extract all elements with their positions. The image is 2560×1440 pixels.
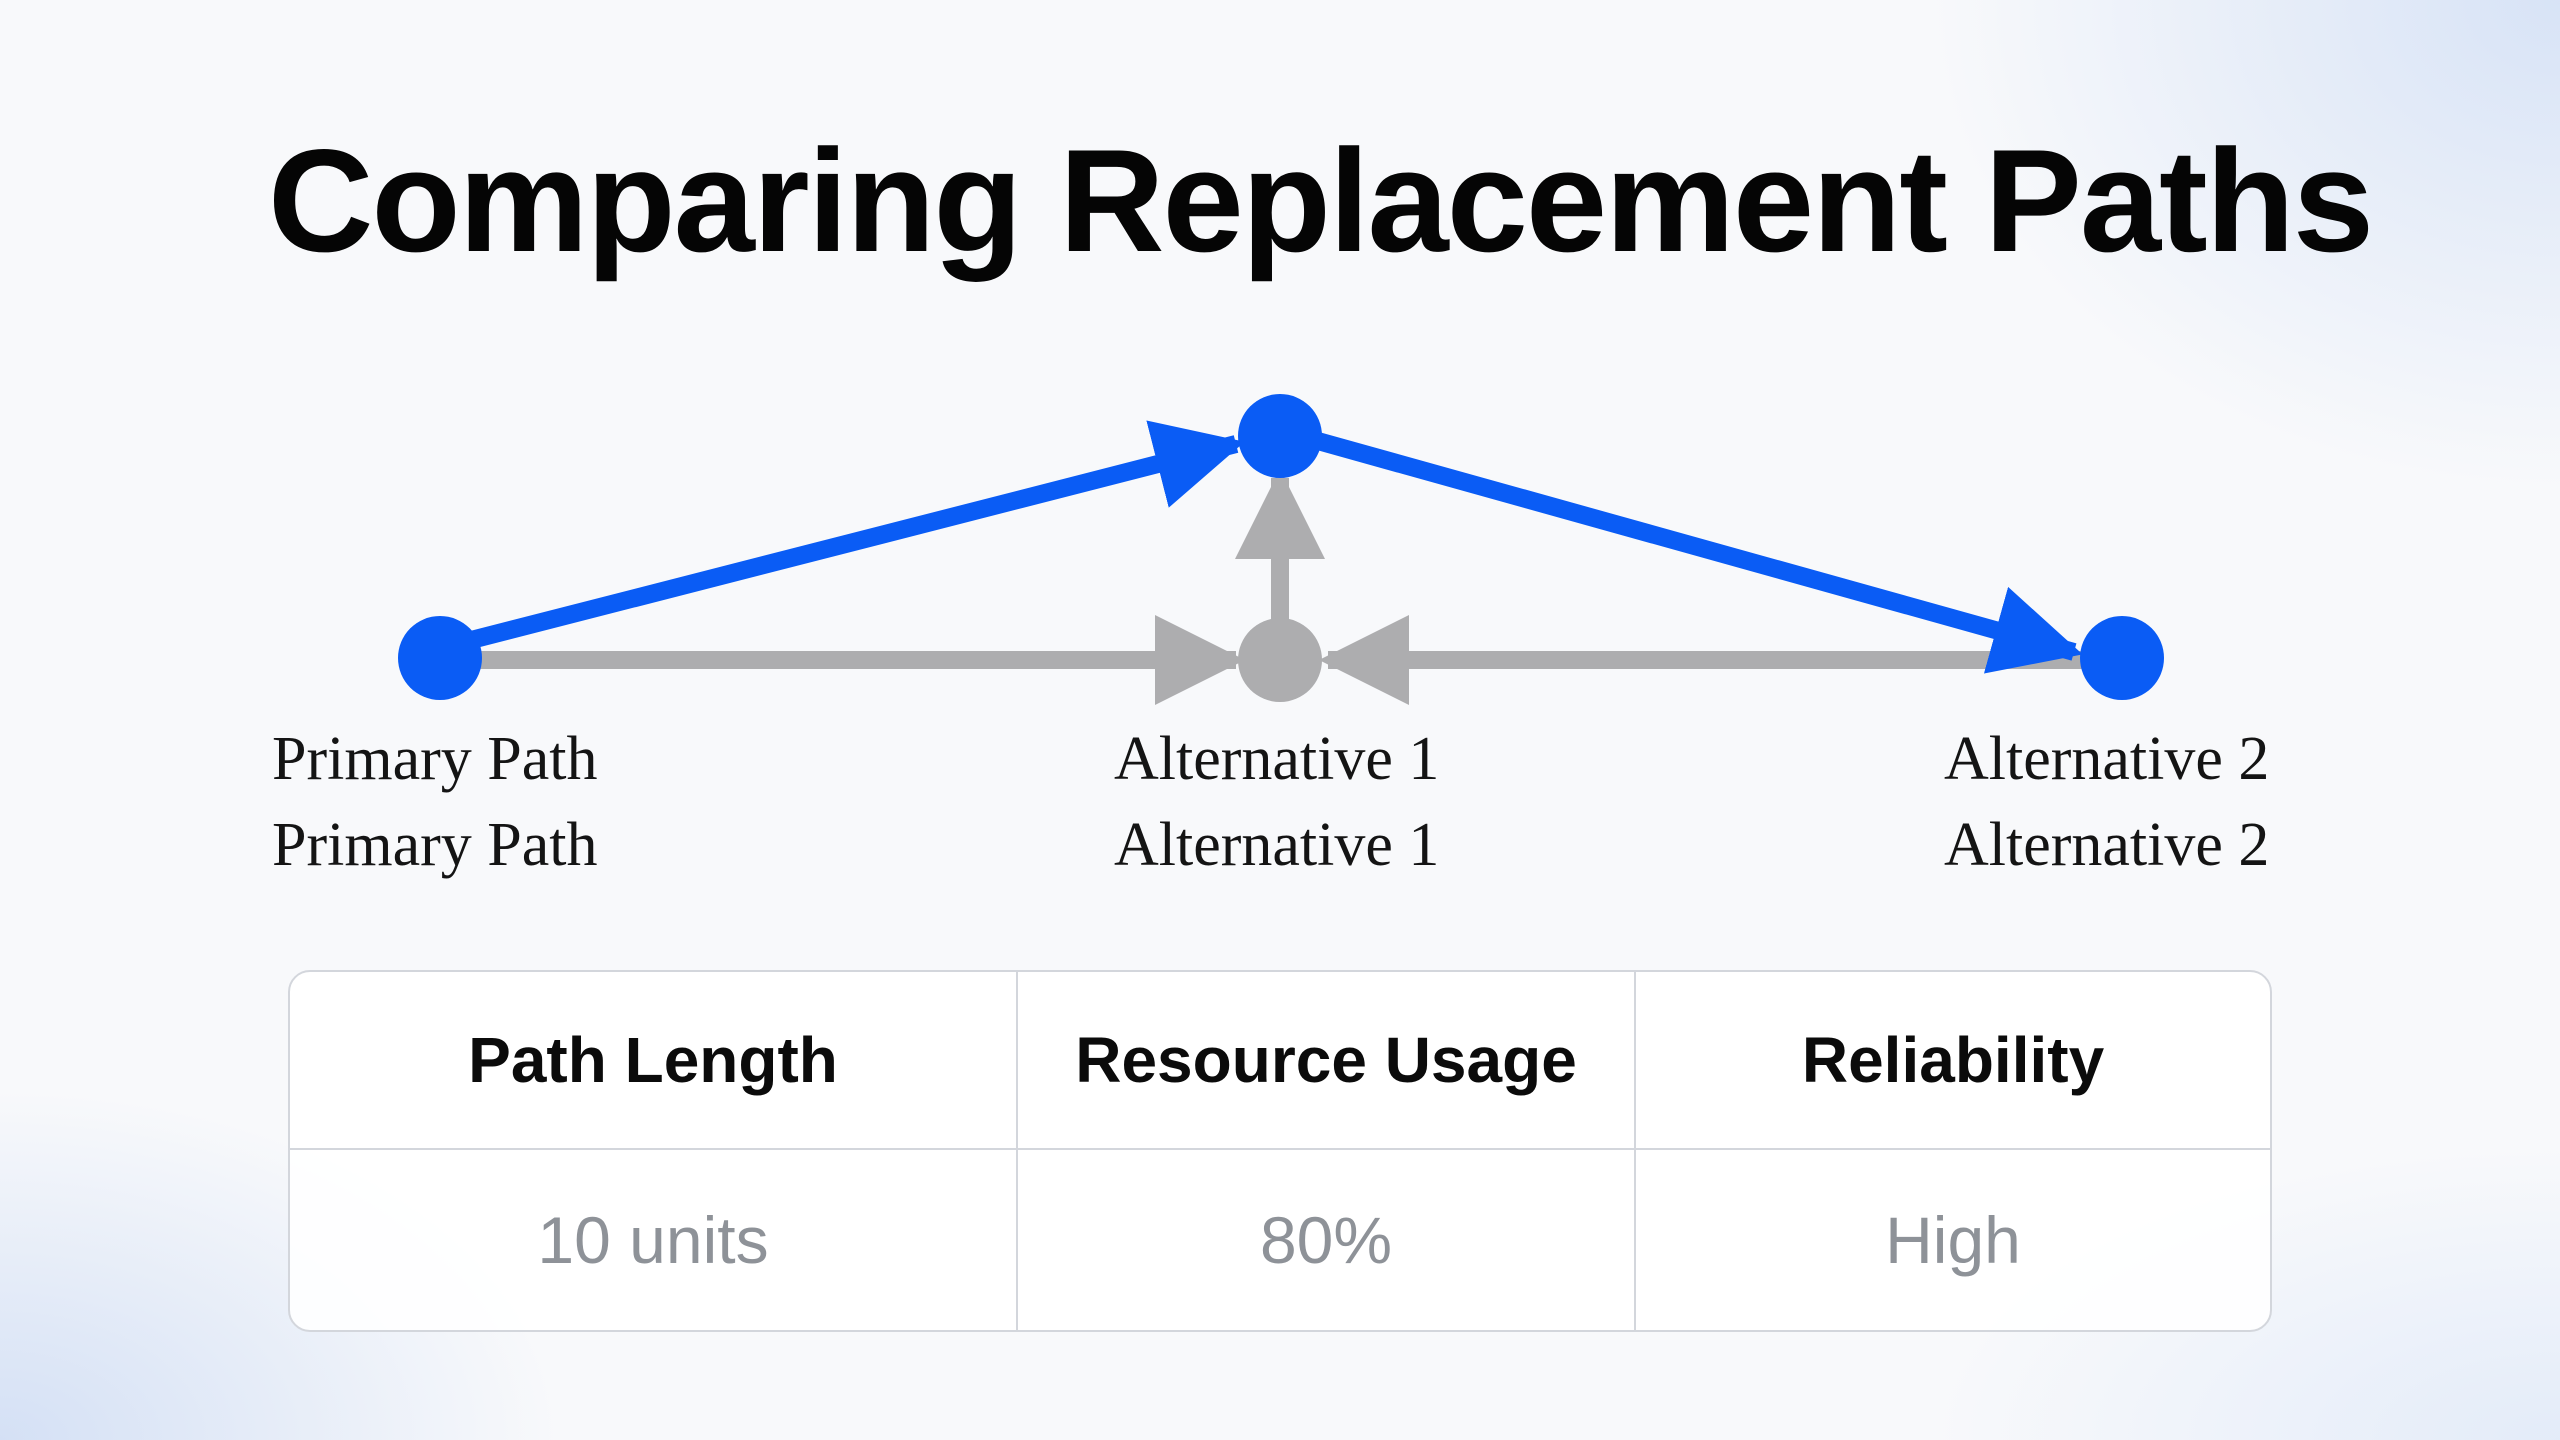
node-top — [1238, 394, 1322, 478]
node-alt1 — [1238, 618, 1322, 702]
value-reliability: High — [1885, 1203, 2021, 1277]
label-alt2-line-2: Alternative 2 — [1944, 811, 2270, 879]
label-alt2-line-1: Alternative 2 — [1944, 725, 2270, 793]
label-primary-line-2: Primary Path — [272, 811, 598, 879]
label-primary-line-1: Primary Path — [272, 725, 598, 793]
label-alt1-line-1: Alternative 1 — [1114, 725, 1440, 793]
value-resource-usage: 80% — [1018, 1150, 1636, 1330]
node-primary — [398, 616, 482, 700]
label-alternative-2: Alternative 2 Alternative 2 — [1944, 716, 2269, 888]
header-path-length: Path Length — [290, 972, 1018, 1150]
edge-top-to-alt2 — [1297, 427, 2083, 674]
label-alt1-line-2: Alternative 1 — [1114, 811, 1440, 879]
label-alternative-1: Alternative 1 Alternative 1 — [1114, 716, 1439, 888]
value-path-length: 10 units — [290, 1150, 1018, 1330]
node-alt2 — [2080, 616, 2164, 700]
header-reliability: Reliability — [1636, 972, 2270, 1150]
label-primary-path: Primary Path Primary Path — [272, 716, 597, 888]
metrics-table: Path Length Resource Usage Reliability 1… — [288, 970, 2272, 1332]
page-title: Comparing Replacement Paths — [268, 119, 2374, 282]
header-resource-usage: Resource Usage — [1018, 972, 1636, 1150]
edge-primary-to-top — [437, 420, 1245, 657]
